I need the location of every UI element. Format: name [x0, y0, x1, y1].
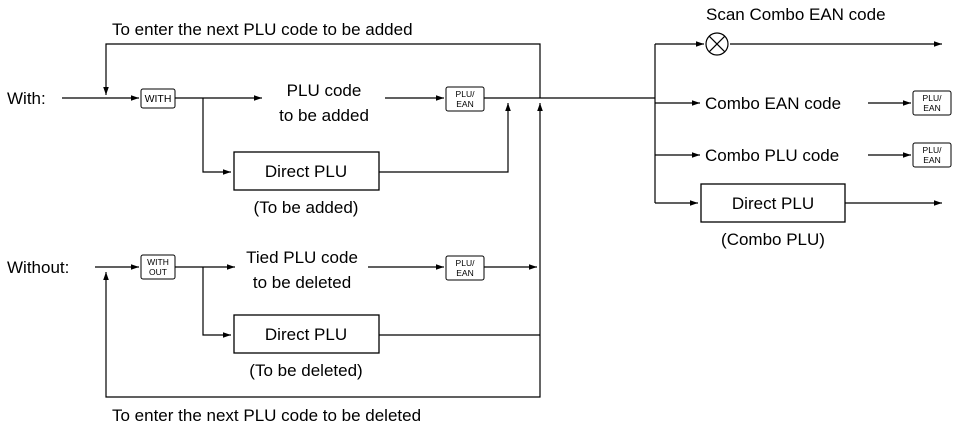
svg-text:PLU/: PLU/	[456, 89, 476, 99]
svg-text:EAN: EAN	[923, 103, 940, 113]
loop-label-delete: To enter the next PLU code to be deleted	[112, 406, 421, 425]
direct-plu-add-caption: (To be added)	[254, 198, 359, 217]
direct-plu-combo-box	[700, 183, 846, 223]
scanner-icon	[705, 32, 729, 56]
svg-text:OUT: OUT	[149, 267, 167, 277]
combo-ean-label: Combo EAN code	[705, 94, 841, 113]
without-direct-branch	[202, 267, 231, 338]
svg-text:WITH: WITH	[147, 257, 169, 267]
with-key-label: WITH	[145, 93, 172, 105]
without-key: WITH OUT	[140, 254, 176, 280]
direct-plu-del-box	[233, 314, 380, 354]
direct-plu-combo-text: Direct PLU	[732, 194, 814, 213]
with-key: WITH	[140, 88, 176, 109]
svg-text:EAN: EAN	[923, 155, 940, 165]
direct-plu-combo-caption: (Combo PLU)	[721, 230, 825, 249]
tied-plu-text-2: to be deleted	[253, 273, 351, 292]
direct-plu-add-box	[233, 151, 380, 191]
scan-label: Scan Combo EAN code	[706, 5, 886, 24]
plu-ean-key-with: PLU/ EAN	[445, 86, 485, 112]
direct-plu-add-return	[379, 103, 511, 173]
svg-text:PLU/: PLU/	[923, 145, 943, 155]
plu-code-text-1: PLU code	[287, 81, 362, 100]
loop-line-delete	[103, 272, 541, 398]
loop-line-add	[103, 43, 541, 98]
plu-ean-key-without: PLU/ EAN	[445, 255, 485, 281]
plu-ean-key-combo-plu: PLU/ EAN	[912, 142, 952, 168]
direct-plu-del-text: Direct PLU	[265, 325, 347, 344]
with-label: With:	[7, 89, 46, 108]
loop-label-add: To enter the next PLU code to be added	[112, 20, 413, 39]
direct-plu-del-caption: (To be deleted)	[249, 361, 362, 380]
plu-ean-key-combo-ean: PLU/ EAN	[912, 90, 952, 116]
svg-text:PLU/: PLU/	[923, 93, 943, 103]
without-label: Without:	[7, 258, 69, 277]
svg-text:EAN: EAN	[456, 99, 473, 109]
svg-text:PLU/: PLU/	[456, 258, 476, 268]
with-direct-branch	[202, 98, 231, 175]
svg-text:EAN: EAN	[456, 268, 473, 278]
direct-plu-add-text: Direct PLU	[265, 162, 347, 181]
tied-plu-text-1: Tied PLU code	[246, 248, 358, 267]
combo-plu-label: Combo PLU code	[705, 146, 839, 165]
plu-code-text-2: to be added	[279, 106, 369, 125]
